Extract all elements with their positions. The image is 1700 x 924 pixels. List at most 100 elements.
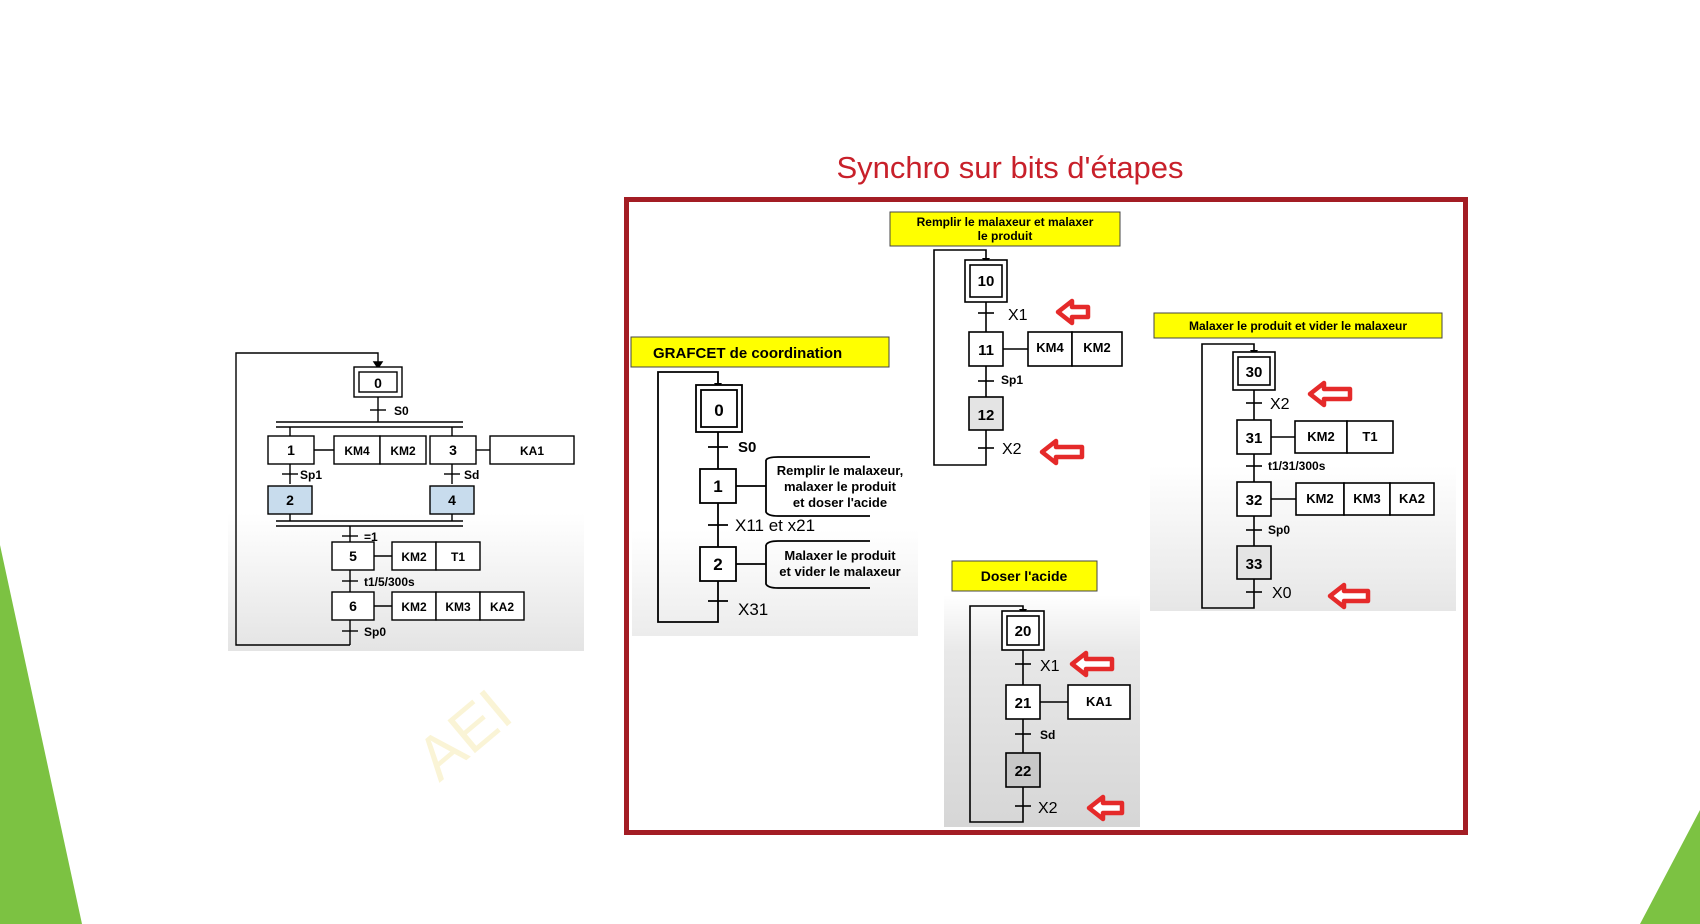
left-action-ka1-label: KA1 — [520, 444, 544, 458]
coord-step-2 — [699, 546, 737, 582]
red-arrow-icon — [1069, 650, 1115, 678]
coord-step-0-label: 0 — [714, 401, 723, 420]
fill-transition-x1: X1 — [1008, 307, 1028, 324]
left-step-2 — [267, 485, 313, 515]
coordination-label: GRAFCET de coordination — [653, 345, 842, 362]
mix-step-31 — [1236, 419, 1272, 455]
coord-comment-1-line1: Remplir le malaxeur, — [777, 463, 903, 478]
coordination-grafcet: GRAFCET de coordination 0 S0 — [630, 336, 918, 636]
green-corner-right — [1640, 810, 1700, 924]
mix-transition-x2: X2 — [1270, 396, 1290, 413]
mix-empty-grafcet: Malaxer le produit et vider le malaxeur … — [1150, 312, 1456, 611]
fill-action-km4: KM4 — [1036, 340, 1064, 355]
acid-action-ka1 — [1067, 684, 1131, 720]
mix-action-32-km3: KM3 — [1353, 491, 1380, 506]
left-action-6-km3: KM3 — [445, 600, 471, 614]
mix-step-32-label: 32 — [1246, 492, 1263, 509]
fill-step-12-label: 12 — [978, 407, 995, 424]
left-step-5 — [331, 541, 375, 571]
left-step-3 — [429, 435, 477, 465]
coord-step-0 — [695, 384, 743, 433]
acid-transition-sd: Sd — [1040, 728, 1055, 742]
acid-action-ka1-label: KA1 — [1086, 694, 1112, 709]
fill-step-11-label: 11 — [978, 342, 994, 359]
coord-step-1 — [699, 468, 737, 504]
left-action-6-ka2: KA2 — [490, 600, 514, 614]
left-transition-sync: =1 — [364, 530, 378, 544]
left-action-5-t1: T1 — [451, 550, 465, 564]
coord-transition-x11: X11 et x21 — [735, 516, 815, 535]
slide-title: Synchro sur bits d'étapes — [836, 150, 1184, 185]
coord-comment-2-line1: Malaxer le produit — [784, 548, 896, 563]
left-action-km2-label: KM2 — [390, 444, 416, 458]
coord-comment-1-line2: malaxer le produit — [784, 479, 897, 494]
red-arrow-icon — [1055, 298, 1091, 326]
fill-step-10-label: 10 — [978, 273, 995, 290]
left-action-5-km2: KM2 — [401, 550, 427, 564]
mix-step-31-label: 31 — [1246, 430, 1263, 447]
acid-transition-x1: X1 — [1040, 658, 1060, 675]
coord-transition-x31: X31 — [738, 600, 768, 619]
fill-step-12 — [968, 396, 1004, 431]
fill-transition-sp1: Sp1 — [1001, 373, 1023, 387]
mix-transition-sp0: Sp0 — [1268, 523, 1290, 537]
mix-action-32-km2: KM2 — [1306, 491, 1333, 506]
left-step-0-label: 0 — [374, 375, 382, 391]
left-action-km4 — [333, 435, 381, 465]
red-arrow-icon — [1327, 582, 1371, 610]
fill-action-km2: KM2 — [1083, 340, 1110, 355]
acid-step-21 — [1005, 684, 1041, 720]
left-step-2-label: 2 — [286, 492, 294, 508]
acid-step-21-label: 21 — [1015, 695, 1032, 712]
fill-mix-label-line1: Remplir le malaxeur et malaxer — [917, 215, 1094, 229]
left-step-1-label: 1 — [287, 442, 295, 458]
acid-step-20-label: 20 — [1015, 623, 1032, 640]
left-transition-sp0: Sp0 — [364, 625, 386, 639]
red-arrow-icon — [1307, 380, 1353, 408]
mix-action-32-ka2: KA2 — [1399, 491, 1425, 506]
mix-step-30-label: 30 — [1246, 364, 1263, 381]
fill-mix-grafcet: Remplir le malaxeur et malaxer le produi… — [889, 211, 1123, 466]
fill-transition-x2: X2 — [1002, 441, 1022, 458]
left-transition-sp1: Sp1 — [300, 468, 322, 482]
mix-step-32 — [1236, 481, 1272, 517]
coord-transition-s0: S0 — [738, 439, 756, 456]
acid-transition-x2: X2 — [1038, 800, 1058, 817]
left-action-ka1 — [489, 435, 575, 465]
left-grafcet: 0 S0 1 KM4 KM2 Sp1 2 3 KA1 Sd 4 =1 5 KM2… — [228, 345, 584, 651]
mix-transition-t1: t1/31/300s — [1268, 459, 1326, 473]
left-step-4-label: 4 — [448, 492, 456, 508]
acid-step-22 — [1005, 752, 1041, 788]
main-frame — [624, 197, 1468, 835]
left-step-4 — [429, 485, 475, 515]
fill-step-11 — [968, 331, 1004, 367]
mix-step-30 — [1232, 351, 1276, 391]
acid-step-20 — [1001, 610, 1045, 651]
mix-step-33-label: 33 — [1246, 556, 1263, 573]
red-arrow-icon — [1086, 794, 1125, 822]
acid-label: Doser l'acide — [981, 568, 1068, 584]
green-corner-left — [0, 545, 82, 924]
acid-grafcet: Doser l'acide 20 X1 21 KA1 Sd 22 — [944, 560, 1140, 827]
mix-transition-x0: X0 — [1272, 585, 1292, 602]
left-step-6 — [331, 591, 375, 621]
mix-action-31-t1: T1 — [1362, 429, 1377, 444]
left-step-3-label: 3 — [449, 442, 457, 458]
acid-step-22-label: 22 — [1015, 763, 1032, 780]
mix-action-31-km2: KM2 — [1307, 429, 1334, 444]
mix-empty-label: Malaxer le produit et vider le malaxeur — [1189, 319, 1407, 333]
coord-comment-2-line2: et vider le malaxeur — [779, 564, 900, 579]
coord-comment-1-line3: et doser l'acide — [793, 495, 887, 510]
left-transition-s0: S0 — [394, 404, 409, 418]
left-step-1 — [267, 435, 315, 465]
fill-mix-label-line2: le produit — [978, 229, 1033, 243]
left-action-km2 — [379, 435, 427, 465]
left-action-6-km2: KM2 — [401, 600, 427, 614]
left-step-6-label: 6 — [349, 598, 357, 614]
coord-step-2-label: 2 — [713, 555, 722, 574]
left-transition-sd: Sd — [464, 468, 479, 482]
coord-step-1-label: 1 — [713, 477, 722, 496]
